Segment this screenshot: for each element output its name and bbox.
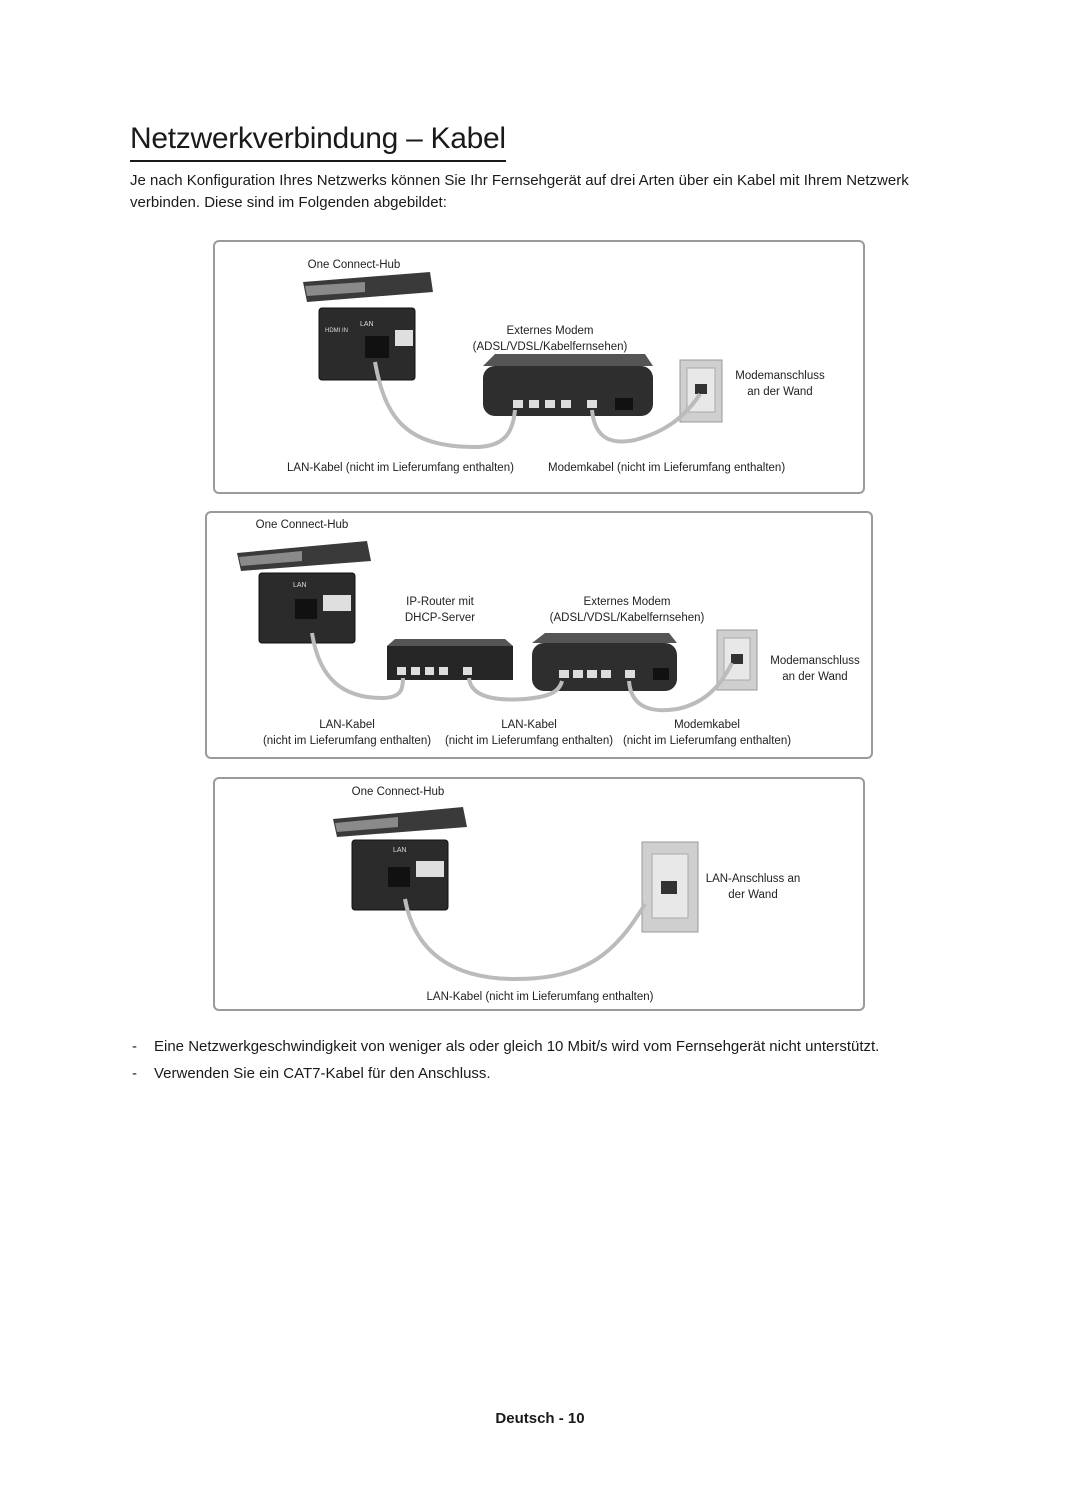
wall-label-line1: Modemanschluss xyxy=(770,655,860,667)
hub-label: One Connect-Hub xyxy=(351,786,445,798)
intro-paragraph: Je nach Konfiguration Ihres Netzwerks kö… xyxy=(130,172,909,211)
diagram-wall-lan: LAN One Connect-Hub LAN-Anschluss an der… xyxy=(213,777,865,1011)
page-title: Netzwerkverbindung – Kabel xyxy=(130,122,506,162)
note-item: -Eine Netzwerkgeschwindigkeit von wenige… xyxy=(132,1033,952,1060)
note-text: Eine Netzwerkgeschwindigkeit von weniger… xyxy=(154,1038,880,1055)
svg-text:HDMI IN: HDMI IN xyxy=(325,328,348,334)
modem-cable-line xyxy=(590,392,702,444)
modem-cable-label: Modemkabel (nicht im Lieferumfang enthal… xyxy=(548,462,786,474)
lan-cable-1-line xyxy=(310,632,405,701)
wall-label-line2: an der Wand xyxy=(782,671,848,683)
lan-cable-label: LAN-Kabel (nicht im Lieferumfang enthalt… xyxy=(287,462,514,474)
lan-wall-socket-icon xyxy=(641,841,699,933)
hub-port-zoom-icon: LAN xyxy=(258,572,356,644)
one-connect-hub-icon xyxy=(237,541,371,571)
router-label-line1: IP-Router mit xyxy=(406,596,474,608)
lan-cable-2-line xyxy=(467,677,564,702)
modem-cable-label-line1: Modemkabel xyxy=(674,719,740,731)
note-bullet: - xyxy=(132,1038,137,1055)
diagram-1-illustration: LAN HDMI IN xyxy=(303,272,723,450)
ip-router-icon xyxy=(387,639,513,680)
external-modem-icon xyxy=(532,633,677,691)
wall-label-line1: Modemanschluss xyxy=(735,370,825,382)
modem-cable-line xyxy=(627,662,734,713)
svg-text:LAN: LAN xyxy=(393,847,407,854)
note-text: Verwenden Sie ein CAT7-Kabel für den Ans… xyxy=(154,1065,491,1082)
hub-port-zoom-icon: LAN HDMI IN xyxy=(318,307,416,381)
wall-label-line2: an der Wand xyxy=(747,386,813,398)
modem-label-line1: Externes Modem xyxy=(583,596,671,608)
lan-cable-label: LAN-Kabel (nicht im Lieferumfang enthalt… xyxy=(426,991,654,1003)
diagram-router-modem: LAN One Connect-Hub xyxy=(205,511,873,759)
diagram-2-illustration: LAN xyxy=(237,541,758,713)
modem-label-line2: (ADSL/VDSL/Kabelfernsehen) xyxy=(549,612,705,624)
one-connect-hub-icon xyxy=(303,272,433,302)
lan-cable-1-label-line2: (nicht im Lieferumfang enthalten) xyxy=(262,735,432,747)
lan-cable-line xyxy=(373,361,517,450)
one-connect-hub-icon xyxy=(333,807,467,837)
note-item: -Verwenden Sie ein CAT7-Kabel für den An… xyxy=(132,1060,952,1087)
svg-text:LAN: LAN xyxy=(360,321,374,328)
note-bullet: - xyxy=(132,1065,137,1082)
notes-list: -Eine Netzwerkgeschwindigkeit von wenige… xyxy=(132,1033,952,1087)
wall-label-line2: der Wand xyxy=(728,889,778,901)
wall-label-line1: LAN-Anschluss an xyxy=(705,873,801,885)
diagram-direct-modem: LAN HDMI IN One Connect-Hub Externes Mod… xyxy=(213,240,865,494)
hub-label: One Connect-Hub xyxy=(307,259,401,271)
router-label-line2: DHCP-Server xyxy=(404,612,476,624)
modem-label-line1: Externes Modem xyxy=(506,325,594,337)
lan-cable-2-label-line2: (nicht im Lieferumfang enthalten) xyxy=(444,735,614,747)
diagram-3-illustration: LAN xyxy=(333,807,699,982)
modem-label-line2: (ADSL/VDSL/Kabelfernsehen) xyxy=(472,341,628,353)
lan-cable-1-label-line1: LAN-Kabel xyxy=(319,719,375,731)
page-footer: Deutsch - 10 xyxy=(495,1410,585,1427)
external-modem-icon xyxy=(483,354,653,416)
lan-cable-line xyxy=(403,898,647,982)
svg-text:LAN: LAN xyxy=(293,582,307,589)
hub-label: One Connect-Hub xyxy=(255,519,349,531)
modem-cable-label-line2: (nicht im Lieferumfang enthalten) xyxy=(622,735,792,747)
lan-cable-2-label-line1: LAN-Kabel xyxy=(501,719,557,731)
hub-port-zoom-icon: LAN xyxy=(351,839,449,911)
